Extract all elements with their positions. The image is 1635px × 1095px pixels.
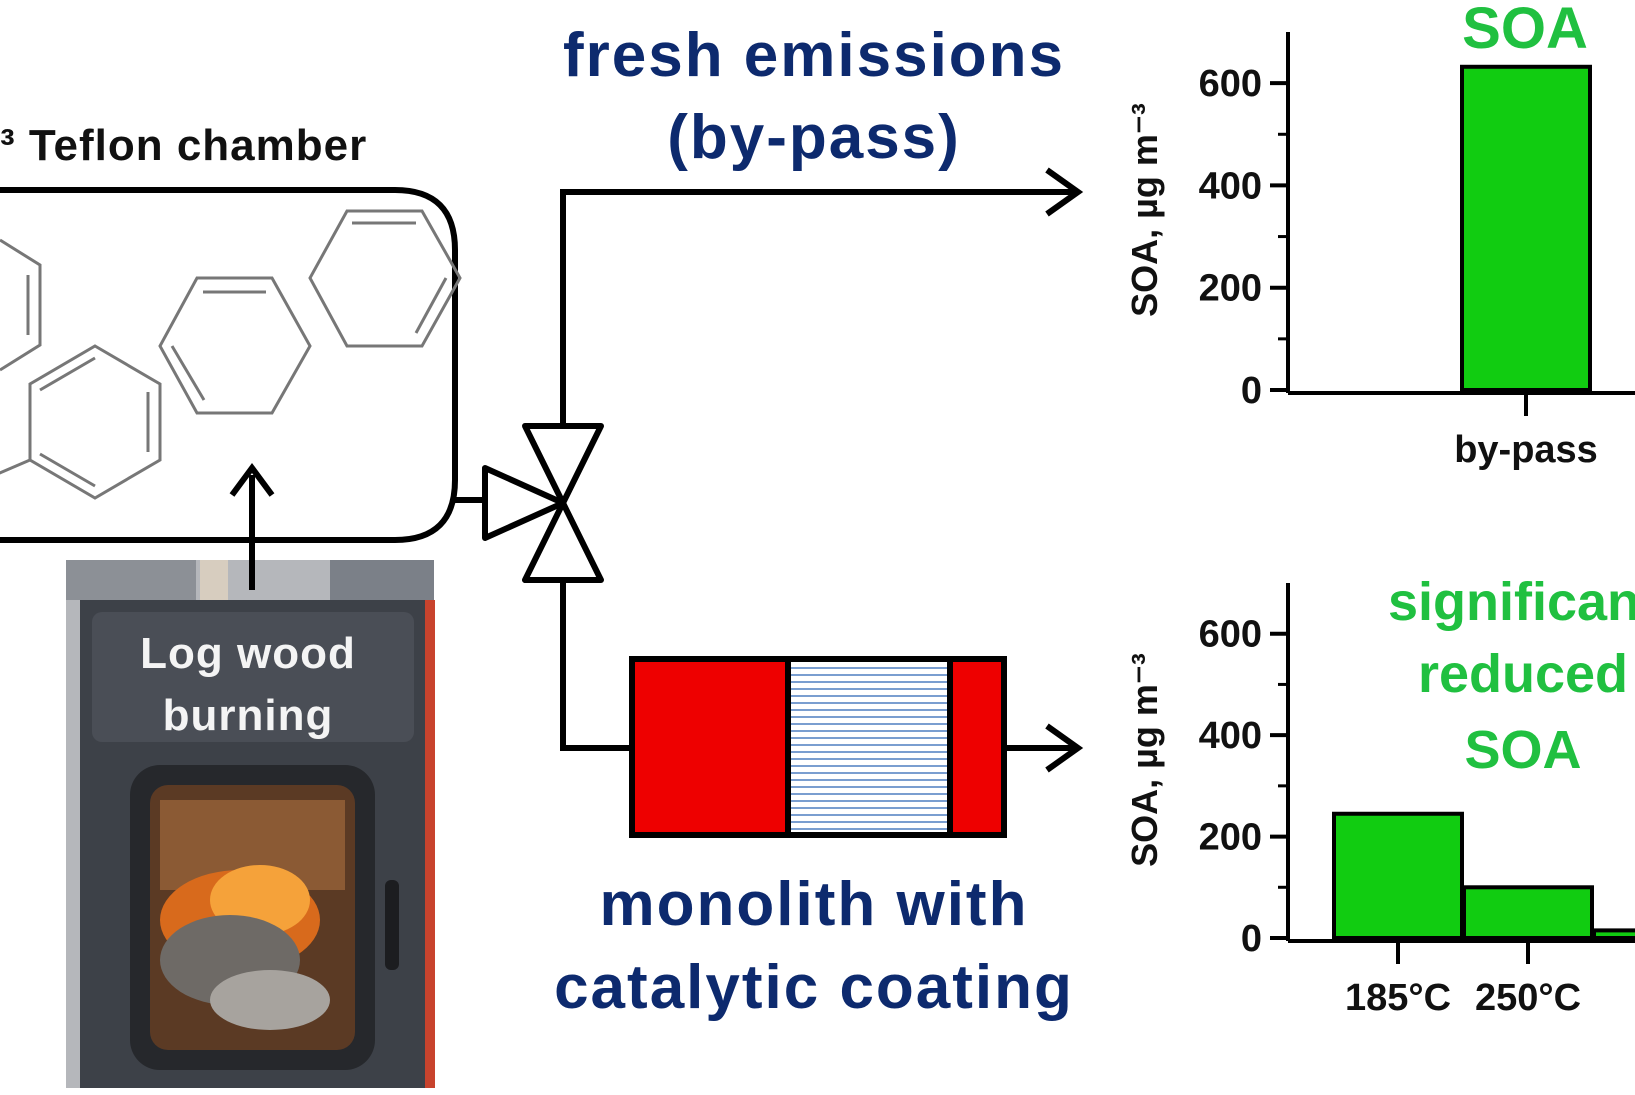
chart2-y-tick-label: 200 bbox=[1199, 817, 1262, 859]
bypass-arrowhead bbox=[1045, 167, 1084, 217]
chart2-note-line3: SOA bbox=[1464, 720, 1581, 780]
chart2-y-tick-label: 600 bbox=[1199, 614, 1262, 656]
naphthalene-icon bbox=[158, 209, 462, 415]
chart1-y-tick-label: 400 bbox=[1199, 165, 1262, 207]
chart2-y-tick-label: 0 bbox=[1241, 918, 1262, 960]
chart1-bar bbox=[1460, 64, 1592, 393]
chart2-bars bbox=[1332, 811, 1635, 941]
chart2-x-tick-label: 250°C bbox=[1475, 977, 1581, 1019]
three-way-valve-icon bbox=[482, 423, 604, 583]
chart1-y-tick-label: 0 bbox=[1241, 370, 1262, 412]
monolith-label-line1: monolith with bbox=[600, 870, 1029, 939]
chart2-ylabel: SOA, µg m⁻³ bbox=[1124, 653, 1165, 867]
chart2-note-line1: significant bbox=[1388, 572, 1635, 632]
bypass-label-line2: (by-pass) bbox=[667, 103, 961, 172]
monolith-reactor bbox=[629, 656, 1007, 838]
chart2-note-line2: reduced bbox=[1418, 644, 1628, 704]
chart1-axes: 0 200 400 600 by-pass bbox=[1199, 32, 1635, 471]
bypass-label-line1: fresh emissions bbox=[563, 21, 1065, 90]
chart2-bar bbox=[1332, 811, 1464, 940]
aromatic-molecule-icon-left bbox=[0, 238, 42, 372]
benzene-ring-icon bbox=[0, 344, 162, 500]
chart1-y-tick-label: 200 bbox=[1199, 268, 1262, 310]
chart1-bars bbox=[1460, 64, 1592, 393]
bypass-pipe bbox=[560, 189, 1075, 426]
chart2-bar bbox=[1462, 885, 1594, 940]
chart2-y-tick-label: 400 bbox=[1199, 715, 1262, 757]
catalytic-coating-channels bbox=[790, 667, 948, 830]
stove-to-chamber-arrow bbox=[229, 462, 275, 590]
chart1-title: SOA bbox=[1462, 0, 1588, 61]
stove-photo: Log wood burning bbox=[66, 560, 435, 1088]
chart2-x-tick-label: 185°C bbox=[1345, 977, 1451, 1019]
stove-label-line1: Log wood bbox=[140, 629, 356, 678]
stove-label-line2: burning bbox=[163, 691, 334, 740]
chamber-label: ³ Teflon chamber bbox=[0, 121, 367, 170]
teflon-chamber-box bbox=[0, 187, 458, 543]
monolith-pipe bbox=[560, 580, 632, 751]
monolith-arrowhead bbox=[1045, 723, 1084, 773]
chart1-ylabel: SOA, µg m⁻³ bbox=[1124, 103, 1165, 317]
chart1-y-tick-label: 600 bbox=[1199, 63, 1262, 105]
monolith-label-line2: catalytic coating bbox=[554, 953, 1074, 1022]
soa-bypass-chart: SOA 0 200 400 600 by-pass SOA, µg m⁻³ bbox=[1124, 0, 1635, 471]
soa-monolith-chart: significant reduced SOA 0 200 400 600 185°C 2… bbox=[1124, 572, 1635, 1019]
chart2-bar bbox=[1592, 928, 1635, 941]
chart1-x-tick-label: by-pass bbox=[1454, 429, 1598, 471]
